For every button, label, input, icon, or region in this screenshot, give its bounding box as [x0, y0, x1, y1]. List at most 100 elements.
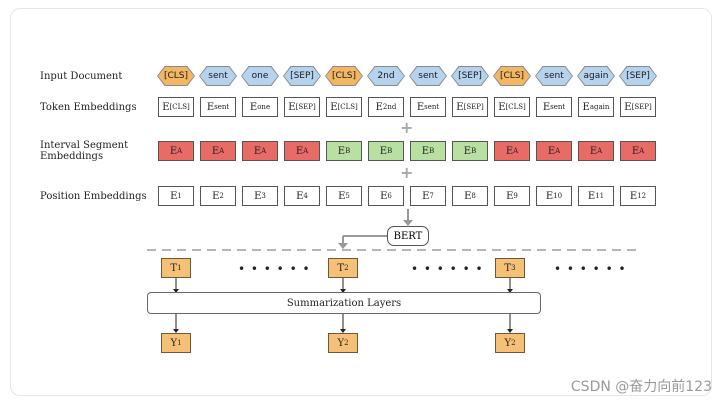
embedding-letter: E: [464, 190, 472, 202]
embedding-subscript: A: [513, 147, 519, 155]
embedding-letter: E: [463, 145, 472, 157]
embedding-subscript: sent: [550, 103, 566, 111]
embedding-subscript: A: [639, 147, 645, 155]
y-node-letter: Y: [337, 337, 345, 349]
embedding-letter: E: [296, 190, 304, 202]
y-node-sub: 1: [177, 339, 182, 347]
embedding-letter: E: [379, 145, 388, 157]
plus-icon: +: [400, 163, 414, 182]
embedding-subscript: [SEP]: [463, 103, 484, 111]
embedding-letter: E: [169, 145, 178, 157]
embedding-letter: E: [631, 145, 640, 157]
embedding-letter: E: [506, 190, 514, 202]
embedding-letter: E: [456, 101, 464, 113]
embedding-subscript: 11: [595, 192, 605, 200]
embedding-letter: E: [375, 101, 383, 113]
embedding-subscript: 10: [553, 192, 563, 200]
embedding-subscript: [SEP]: [631, 103, 652, 111]
input-token: [SEP]: [620, 67, 656, 85]
embedding-subscript: again: [589, 103, 610, 111]
input-token: sent: [536, 67, 572, 85]
embedding-subscript: 7: [429, 192, 434, 200]
t-node-sub: 1: [177, 264, 182, 272]
t-node-letter: T: [337, 262, 345, 274]
ellipsis-dots: • • • • • •: [554, 262, 627, 276]
arrow-head: [403, 220, 413, 226]
label-input-document: Input Document: [40, 71, 123, 82]
input-token: one: [242, 67, 278, 85]
embedding-subscript: [SEP]: [295, 103, 316, 111]
input-token: [CLS]: [158, 67, 194, 85]
embedding-subscript: A: [597, 147, 603, 155]
input-token: [CLS]: [326, 67, 362, 85]
arrow-head: [338, 243, 348, 249]
embedding-subscript: 1: [177, 192, 182, 200]
embedding-subscript: sent: [424, 103, 440, 111]
input-token: sent: [410, 67, 446, 85]
embedding-letter: E: [254, 190, 262, 202]
embedding-letter: E: [589, 145, 598, 157]
embedding-letter: E: [422, 190, 430, 202]
embedding-letter: E: [249, 101, 258, 113]
input-token: [CLS]: [494, 67, 530, 85]
embedding-subscript: A: [177, 147, 183, 155]
bert-node: BERT: [387, 226, 429, 246]
embedding-letter: E: [211, 145, 220, 157]
embedding-letter: E: [170, 190, 178, 202]
y-node-letter: Y: [504, 337, 512, 349]
input-token: sent: [200, 67, 236, 85]
embedding-letter: E: [416, 101, 425, 113]
summary-arrows: [175, 278, 511, 330]
embedding-subscript: 4: [303, 192, 308, 200]
token-embedding: E[CLS]: [158, 97, 194, 117]
embedding-letter: E: [338, 190, 346, 202]
y-node-sub: 2: [344, 339, 349, 347]
t-node-sub: 2: [344, 264, 349, 272]
embedding-subscript: 9: [513, 192, 518, 200]
y-node-letter: Y: [170, 337, 178, 349]
input-token: [SEP]: [452, 67, 488, 85]
embedding-letter: E: [330, 101, 338, 113]
embedding-subscript: [CLS]: [169, 103, 190, 111]
embedding-subscript: A: [555, 147, 561, 155]
summary-arrowheads: [173, 289, 513, 333]
t-node-letter: T: [170, 262, 178, 274]
label-position-embeddings: Position Embeddings: [40, 191, 147, 202]
token-embedding: E[CLS]: [494, 97, 530, 117]
embedding-subscript: B: [471, 147, 477, 155]
embedding-subscript: 3: [261, 192, 266, 200]
ellipsis-dots: • • • • • •: [238, 262, 311, 276]
label-interval-segment-line2: Embeddings: [40, 151, 104, 162]
embedding-subscript: sent: [214, 103, 230, 111]
embedding-letter: E: [587, 190, 596, 202]
embedding-letter: E: [288, 101, 296, 113]
embedding-subscript: 8: [471, 192, 476, 200]
label-interval-segment-line1: Interval Segment: [40, 140, 129, 151]
embedding-letter: E: [582, 101, 590, 113]
embedding-letter: E: [624, 101, 632, 113]
embedding-subscript: 2nd: [382, 103, 397, 111]
embedding-subscript: B: [429, 147, 435, 155]
